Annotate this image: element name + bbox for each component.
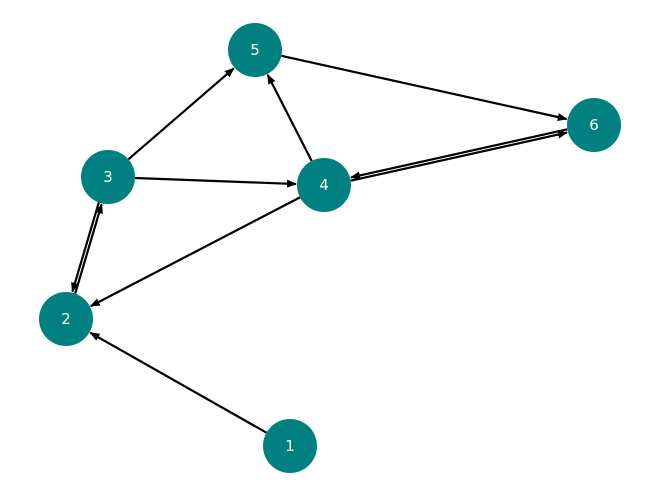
node-circle-3 — [81, 150, 135, 204]
node-label-1: 1 — [285, 437, 295, 455]
node-label-3: 3 — [103, 168, 113, 186]
node-circle-5 — [228, 23, 282, 77]
node-3: 3 — [81, 150, 135, 204]
node-2: 2 — [39, 292, 93, 346]
edge-6-to-4 — [350, 128, 568, 180]
node-circle-6 — [567, 98, 621, 152]
node-label-6: 6 — [589, 116, 599, 134]
edge-3-to-4 — [134, 176, 297, 188]
edge-1-to-2 — [89, 331, 268, 434]
node-4: 4 — [297, 158, 351, 212]
edge-4-to-5 — [266, 74, 313, 162]
node-label-4: 4 — [319, 176, 329, 194]
edges-layer — [71, 54, 568, 434]
edge-2-to-3 — [74, 203, 103, 294]
node-circle-4 — [297, 158, 351, 212]
nodes-layer: 1 2 3 4 5 6 — [39, 23, 621, 473]
node-label-2: 2 — [61, 310, 71, 328]
node-5: 5 — [228, 23, 282, 77]
node-circle-2 — [39, 292, 93, 346]
edge-5-to-6 — [281, 54, 568, 121]
edge-3-to-2 — [71, 202, 100, 293]
edge-4-to-2 — [89, 196, 301, 308]
node-label-5: 5 — [250, 41, 260, 59]
edge-3-to-5 — [127, 67, 235, 161]
node-6: 6 — [567, 98, 621, 152]
edge-4-to-6 — [350, 130, 568, 182]
node-1: 1 — [263, 419, 317, 473]
node-circle-1 — [263, 419, 317, 473]
